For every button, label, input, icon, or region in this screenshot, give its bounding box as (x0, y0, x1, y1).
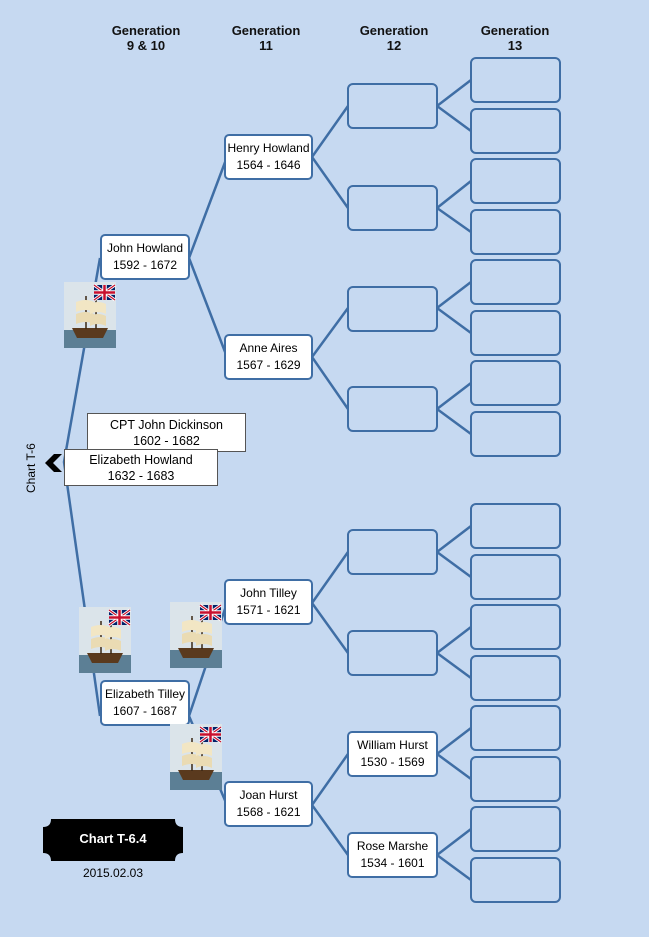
header-line2: 13 (507, 38, 523, 53)
generation-header-12: Generation 12 (339, 23, 449, 53)
empty-ancestor-box[interactable] (347, 386, 438, 432)
chart-date: 2015.02.03 (82, 866, 144, 880)
header-line2: 11 (259, 38, 273, 53)
empty-ancestor-box[interactable] (470, 57, 561, 103)
person-box-joan-hurst[interactable]: Joan Hurst 1568 - 1621 (224, 781, 313, 827)
header-line1: Generation (359, 23, 429, 38)
empty-ancestor-box[interactable] (470, 411, 561, 457)
chart-badge-label: Chart T-6.4 (79, 831, 147, 846)
generation-header-13: Generation 13 (460, 23, 570, 53)
empty-ancestor-box[interactable] (470, 604, 561, 650)
person-dates: 1534 - 1601 (360, 856, 425, 870)
empty-ancestor-box[interactable] (347, 630, 438, 676)
person-dates: 1530 - 1569 (360, 755, 425, 769)
spouse-name: CPT John Dickinson (109, 418, 223, 432)
spouse-dates: 1602 - 1682 (133, 434, 200, 448)
empty-ancestor-box[interactable] (470, 655, 561, 701)
generation-header-9-10: Generation 9 & 10 (91, 23, 201, 53)
generation-header-11: Generation 11 (211, 23, 321, 53)
spouse-box[interactable]: CPT John Dickinson 1602 - 1682 (87, 413, 246, 452)
empty-ancestor-box[interactable] (347, 185, 438, 231)
person-box-henry-howland[interactable]: Henry Howland 1564 - 1646 (224, 134, 313, 180)
empty-ancestor-box[interactable] (470, 209, 561, 255)
person-dates: 1592 - 1672 (112, 258, 178, 272)
empty-ancestor-box[interactable] (347, 286, 438, 332)
person-dates: 1564 - 1646 (236, 158, 301, 172)
person-dates: 1568 - 1621 (236, 805, 301, 819)
person-name: Anne Aires (239, 341, 298, 355)
empty-ancestor-box[interactable] (470, 756, 561, 802)
header-line2: 9 & 10 (126, 38, 166, 53)
empty-ancestor-box[interactable] (470, 310, 561, 356)
header-line1: Generation (480, 23, 550, 38)
person-box-john-howland[interactable]: John Howland 1592 - 1672 (100, 234, 190, 280)
empty-ancestor-box[interactable] (470, 108, 561, 154)
empty-ancestor-box[interactable] (470, 705, 561, 751)
person-box-rose-marshe[interactable]: Rose Marshe 1534 - 1601 (347, 832, 438, 878)
chart-badge-shape (43, 819, 183, 861)
header-line1: Generation (231, 23, 301, 38)
mayflower-ship-image (170, 724, 222, 790)
person-name: Joan Hurst (239, 788, 298, 802)
chevron-left-icon[interactable] (44, 453, 64, 473)
empty-ancestor-box[interactable] (470, 503, 561, 549)
subject-name: Elizabeth Howland (89, 453, 193, 467)
mayflower-ship-image (170, 602, 222, 668)
header-line2: 12 (386, 38, 402, 53)
person-box-anne-aires[interactable]: Anne Aires 1567 - 1629 (224, 334, 313, 380)
person-name: Elizabeth Tilley (104, 687, 186, 701)
empty-ancestor-box[interactable] (470, 158, 561, 204)
empty-ancestor-box[interactable] (470, 360, 561, 406)
person-dates: 1607 - 1687 (112, 704, 178, 718)
person-name: Henry Howland (227, 141, 310, 155)
person-name: John Howland (106, 241, 184, 255)
person-name: William Hurst (357, 738, 428, 752)
chart-side-label: Chart T-6 (24, 443, 38, 493)
person-box-elizabeth-tilley[interactable]: Elizabeth Tilley 1607 - 1687 (100, 680, 190, 726)
mayflower-ship-image (79, 607, 131, 673)
person-name: Rose Marshe (356, 839, 429, 853)
empty-ancestor-box[interactable] (470, 554, 561, 600)
mayflower-ship-image (64, 282, 116, 348)
empty-ancestor-box[interactable] (470, 259, 561, 305)
subject-dates: 1632 - 1683 (107, 469, 175, 483)
subject-box[interactable]: Elizabeth Howland 1632 - 1683 (64, 449, 218, 486)
header-line1: Generation (111, 23, 181, 38)
empty-ancestor-box[interactable] (470, 857, 561, 903)
person-box-john-tilley[interactable]: John Tilley 1571 - 1621 (224, 579, 313, 625)
person-name: John Tilley (240, 586, 297, 600)
person-box-william-hurst[interactable]: William Hurst 1530 - 1569 (347, 731, 438, 777)
empty-ancestor-box[interactable] (347, 529, 438, 575)
empty-ancestor-box[interactable] (470, 806, 561, 852)
person-dates: 1571 - 1621 (236, 603, 301, 617)
empty-ancestor-box[interactable] (347, 83, 438, 129)
person-dates: 1567 - 1629 (236, 358, 301, 372)
